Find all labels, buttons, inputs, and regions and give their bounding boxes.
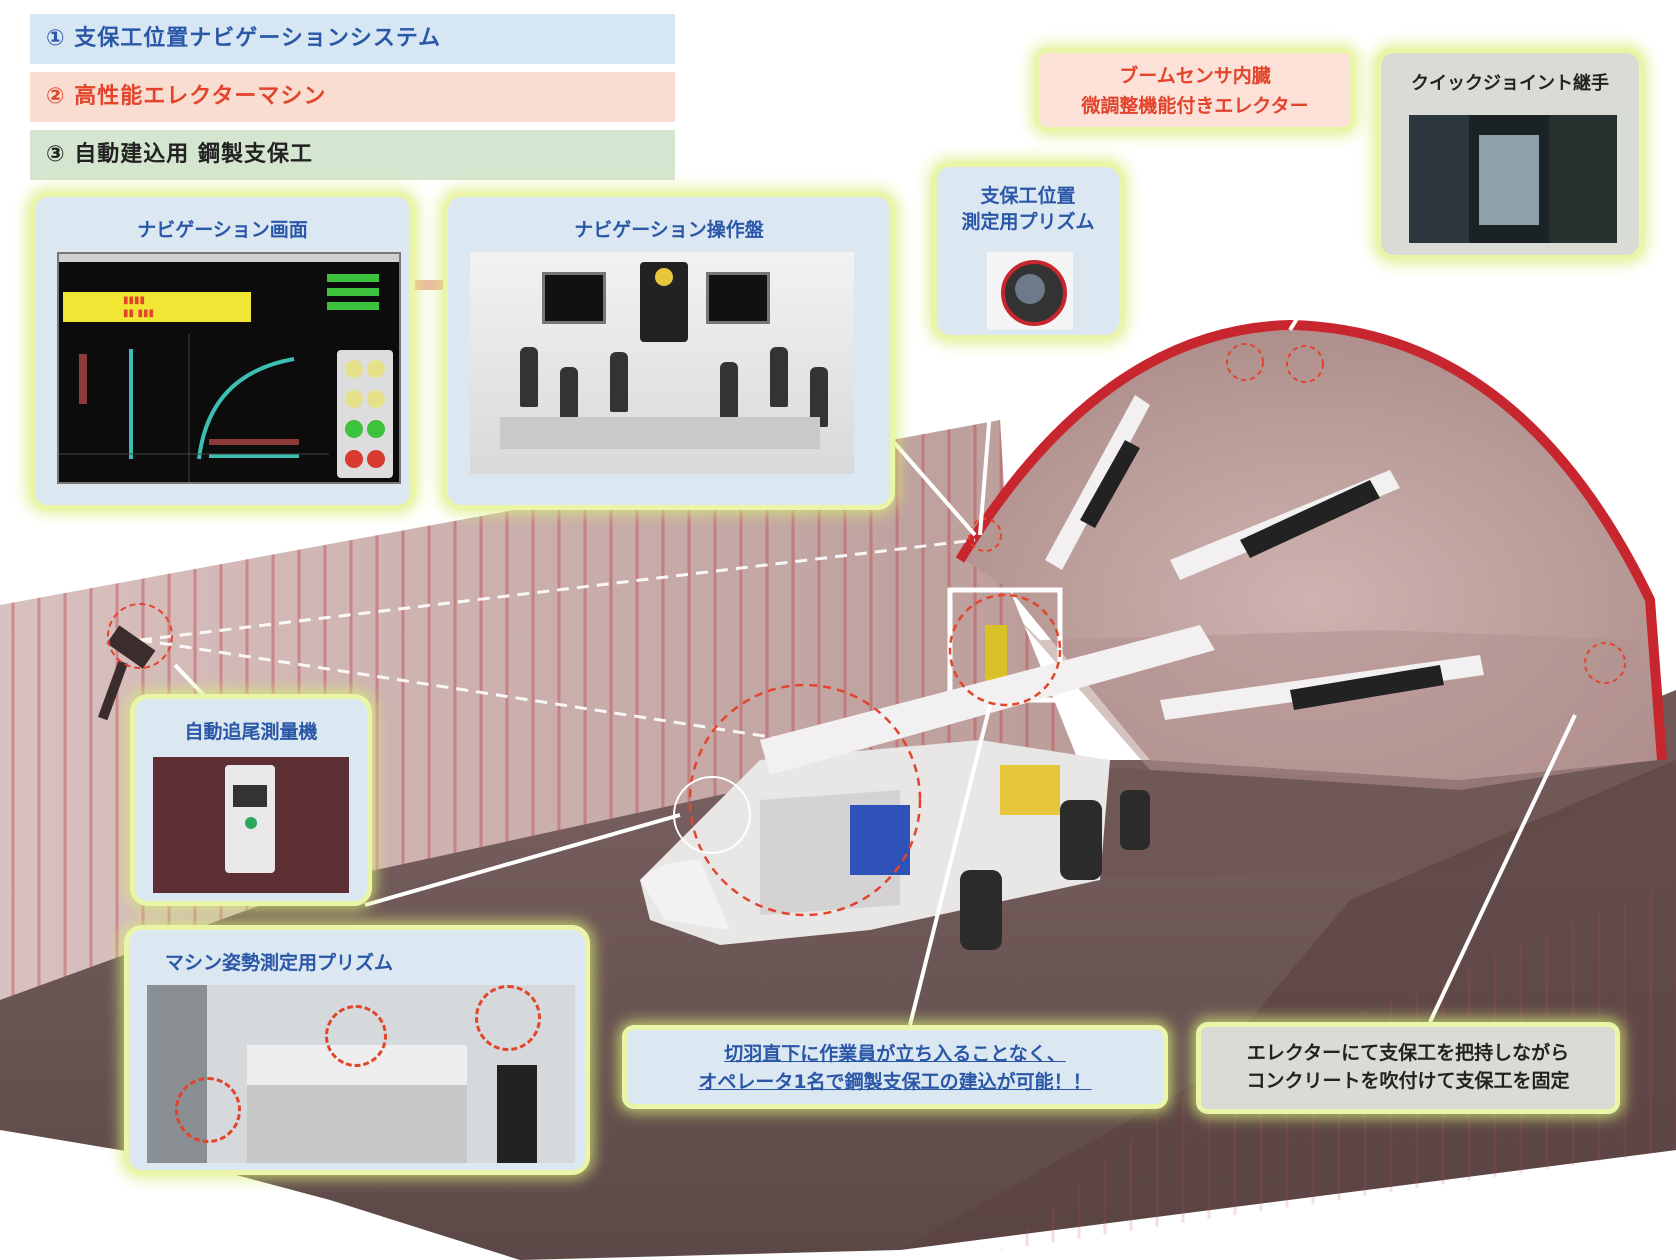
navigation-console-image xyxy=(470,252,854,474)
callout-title-line: 測定用プリズム xyxy=(961,211,1095,233)
callout-title: ナビゲーション画面 xyxy=(137,219,308,241)
callout-title: 自動追尾測量機 xyxy=(184,721,318,743)
callout-title-line: ブームセンサ内臓 xyxy=(1119,65,1271,87)
callout-single-operator-note: 切羽直下に作業員が立ち入ることなく、 オペレータ1名で鋼製支保工の建込が可能！！ xyxy=(622,1025,1168,1109)
callout-support-position-prism: 支保工位置 測定用プリズム xyxy=(932,162,1124,340)
callout-title: ブームセンサ内臓 微調整機能付きエレクター xyxy=(1040,61,1350,121)
callout-navigation-screen: ナビゲーション画面 ▮▮▮▮▮▮ ▮▮▮ xyxy=(30,192,415,510)
laser-lines xyxy=(139,538,976,742)
note-line: エレクターにて支保工を把持しながら xyxy=(1246,1042,1570,1064)
legend-item-navigation-system: ① 支保工位置ナビゲーションシステム xyxy=(30,14,675,64)
machine-prism-image xyxy=(147,985,575,1163)
tunnel-face xyxy=(965,330,1660,790)
total-station-image xyxy=(153,757,349,893)
note-line: 切羽直下に作業員が立ち入ることなく、 xyxy=(724,1043,1066,1065)
callout-machine-posture-prism: マシン姿勢測定用プリズム xyxy=(124,925,590,1175)
quick-joint-image xyxy=(1409,115,1617,243)
note-line: オペレータ1名で鋼製支保工の建込が可能！！ xyxy=(698,1071,1092,1093)
callout-shotcrete-fixing-note: エレクターにて支保工を把持しながら コンクリートを吹付けて支保工を固定 xyxy=(1196,1022,1620,1114)
callout-title-line: 微調整機能付きエレクター xyxy=(1081,95,1309,117)
erector-machine xyxy=(640,343,1626,950)
prism-image xyxy=(987,252,1073,330)
callout-boom-sensor-erector: ブームセンサ内臓 微調整機能付きエレクター xyxy=(1035,48,1355,132)
callout-title: クイックジョイント継手 xyxy=(1411,73,1609,94)
navigation-screen-image: ▮▮▮▮▮▮ ▮▮▮ xyxy=(57,252,401,484)
callout-title: 支保工位置 測定用プリズム xyxy=(937,183,1119,235)
callout-total-station: 自動追尾測量機 xyxy=(130,694,372,906)
callout-title: ナビゲーション操作盤 xyxy=(574,219,764,241)
total-station-device xyxy=(97,603,173,721)
callout-title-line: 支保工位置 xyxy=(980,185,1076,207)
note-line: コンクリートを吹付けて支保工を固定 xyxy=(1246,1070,1570,1092)
callout-title: マシン姿勢測定用プリズム xyxy=(165,952,394,974)
callout-navigation-console: ナビゲーション操作盤 xyxy=(443,192,895,510)
steel-support-arch xyxy=(955,319,1667,761)
callout-quick-joint: クイックジョイント継手 xyxy=(1376,48,1644,260)
legend-item-steel-support: ③ 自動建込用 鋼製支保工 xyxy=(30,130,675,180)
legend-item-erector-machine: ② 高性能エレクターマシン xyxy=(30,72,675,122)
